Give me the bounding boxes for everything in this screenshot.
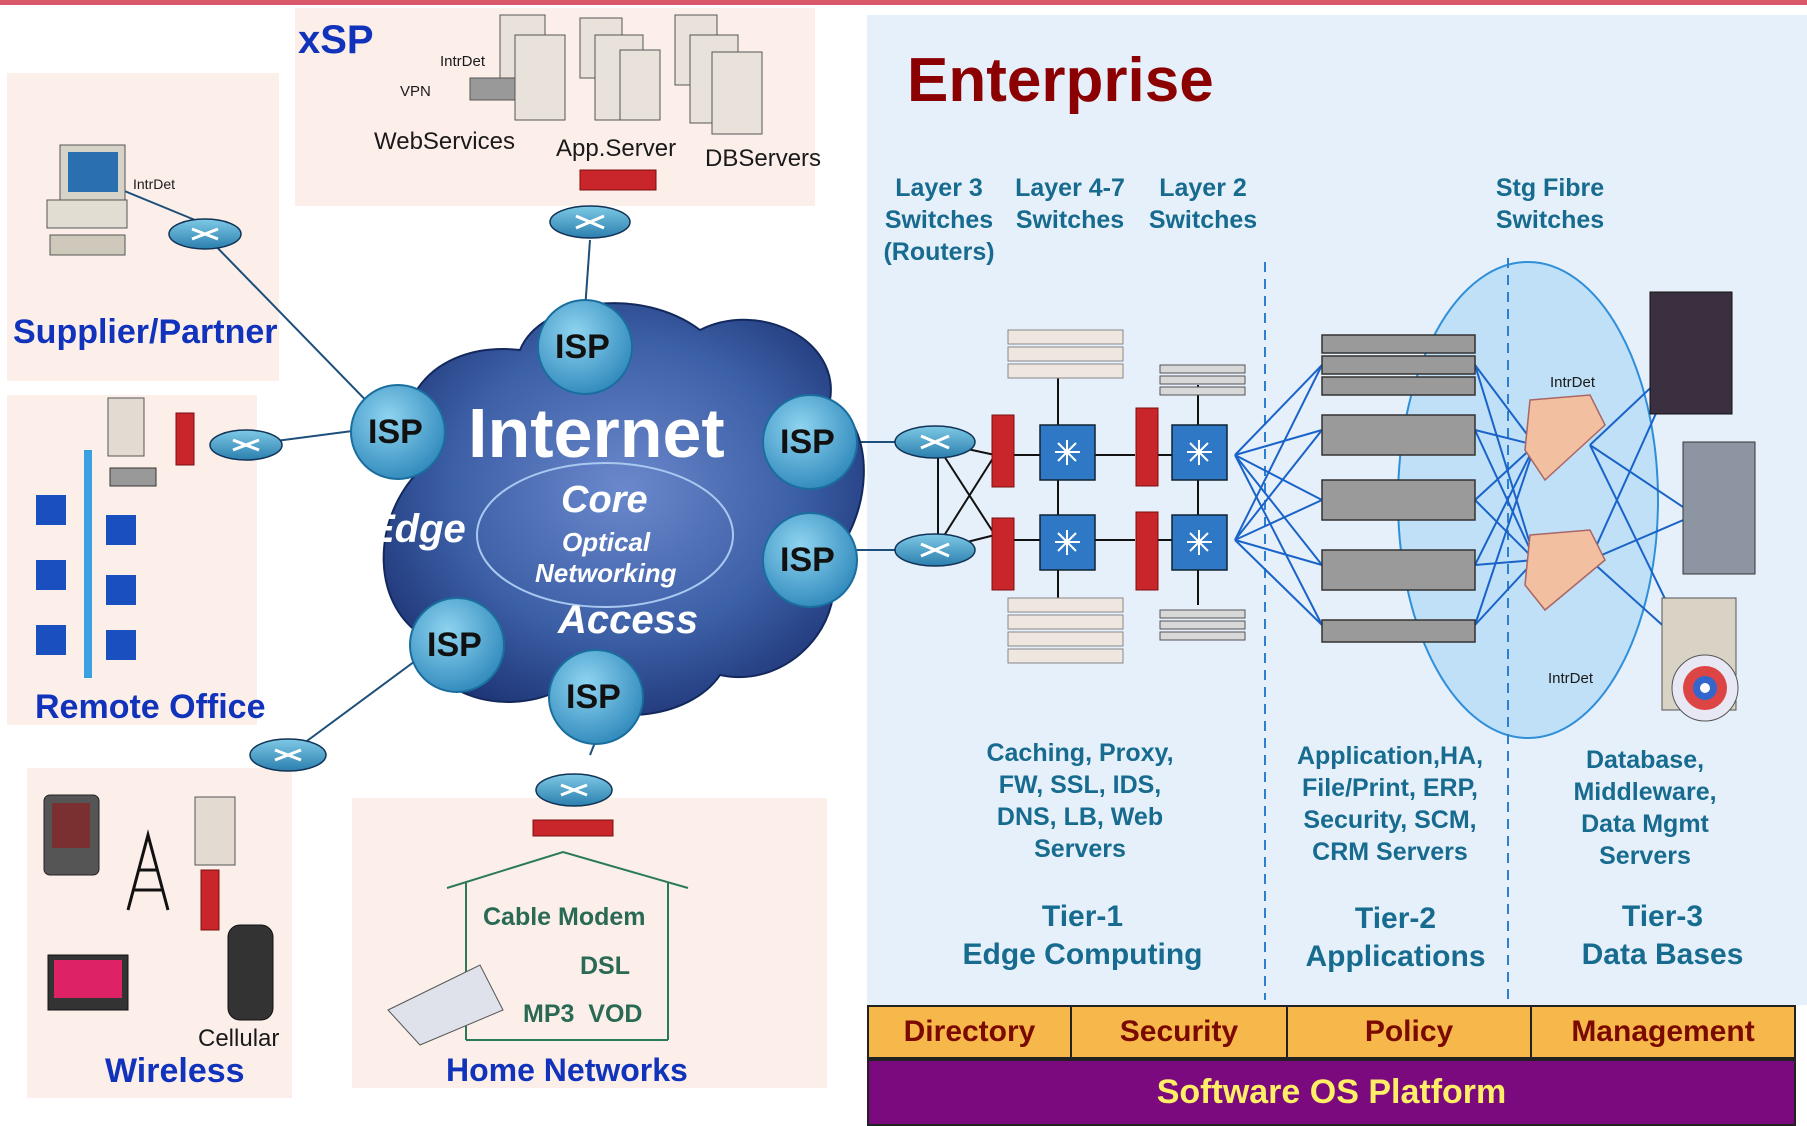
fibre-intrdet-label-bottom: IntrDet <box>1548 670 1594 687</box>
xsp-intrdet-label: IntrDet <box>440 53 486 70</box>
firewalls <box>175 169 1159 931</box>
xsp-servers <box>469 14 763 135</box>
isp-nodes <box>350 299 858 745</box>
app-servers <box>1321 334 1476 643</box>
access-label: Access <box>558 598 699 642</box>
fibre-intrdet-label-top: IntrDet <box>1550 374 1596 391</box>
isp-label-bottom: ISP <box>566 678 621 716</box>
web-services-label: WebServices <box>374 128 515 155</box>
routers <box>168 205 976 807</box>
home-network <box>387 850 689 1046</box>
edge-label: Edge <box>368 507 466 551</box>
db-servers-label: DBServers <box>705 145 822 172</box>
app-server-label: App.Server <box>556 135 677 162</box>
security-cell: Security <box>1072 1007 1288 1057</box>
enterprise-title: Enterprise <box>907 46 1214 115</box>
remote-office-title: Remote Office <box>35 688 266 726</box>
switches <box>1039 424 1228 571</box>
service-bar: Directory Security Policy Management <box>867 1005 1796 1059</box>
management-cell: Management <box>1571 1015 1755 1048</box>
layer2-servers <box>1159 364 1246 641</box>
mp3-vod-label: MP3 VOD <box>523 1000 643 1028</box>
supplier-title: Supplier/Partner <box>13 313 278 351</box>
supplier-computer <box>46 144 128 256</box>
networking-label: Networking <box>535 558 677 588</box>
isp-label-top: ISP <box>555 328 610 366</box>
wireless-devices <box>43 794 274 1021</box>
home-networks-title: Home Networks <box>446 1052 688 1088</box>
policy-cell: Policy <box>1288 1007 1532 1057</box>
cable-modem-label: Cable Modem <box>483 903 646 931</box>
core-label: Core <box>561 479 648 521</box>
fibre-switches <box>1524 394 1606 612</box>
isp-label-left: ISP <box>368 413 423 451</box>
cellular-label: Cellular <box>198 1025 280 1052</box>
core-ring <box>476 462 734 608</box>
top-rule <box>0 0 1807 5</box>
software-os-platform: Software OS Platform <box>867 1059 1796 1126</box>
dsl-label: DSL <box>580 952 630 980</box>
san-links <box>1234 359 1696 651</box>
vpn-label: VPN <box>400 83 431 100</box>
tier2-description: Application,HA,File/Print, ERP,Security,… <box>1296 742 1484 866</box>
xsp-title: xSP <box>298 18 374 62</box>
software-os-platform-label: Software OS Platform <box>1156 1073 1507 1111</box>
internet-label: Internet <box>468 394 725 472</box>
edge-servers <box>1007 329 1124 664</box>
isp-label-right-top: ISP <box>780 423 835 461</box>
isp-label-bottom-left: ISP <box>427 626 482 664</box>
supplier-intrdet-label: IntrDet <box>133 176 176 192</box>
isp-label-right-bottom: ISP <box>780 541 835 579</box>
remote-office-lan <box>36 397 157 678</box>
storage-devices <box>1649 291 1756 722</box>
tier1-description: Caching, Proxy,FW, SSL, IDS,DNS, LB, Web… <box>986 739 1174 863</box>
wireless-title: Wireless <box>105 1052 245 1090</box>
optical-label: Optical <box>562 527 651 557</box>
directory-cell: Directory <box>869 1007 1072 1057</box>
